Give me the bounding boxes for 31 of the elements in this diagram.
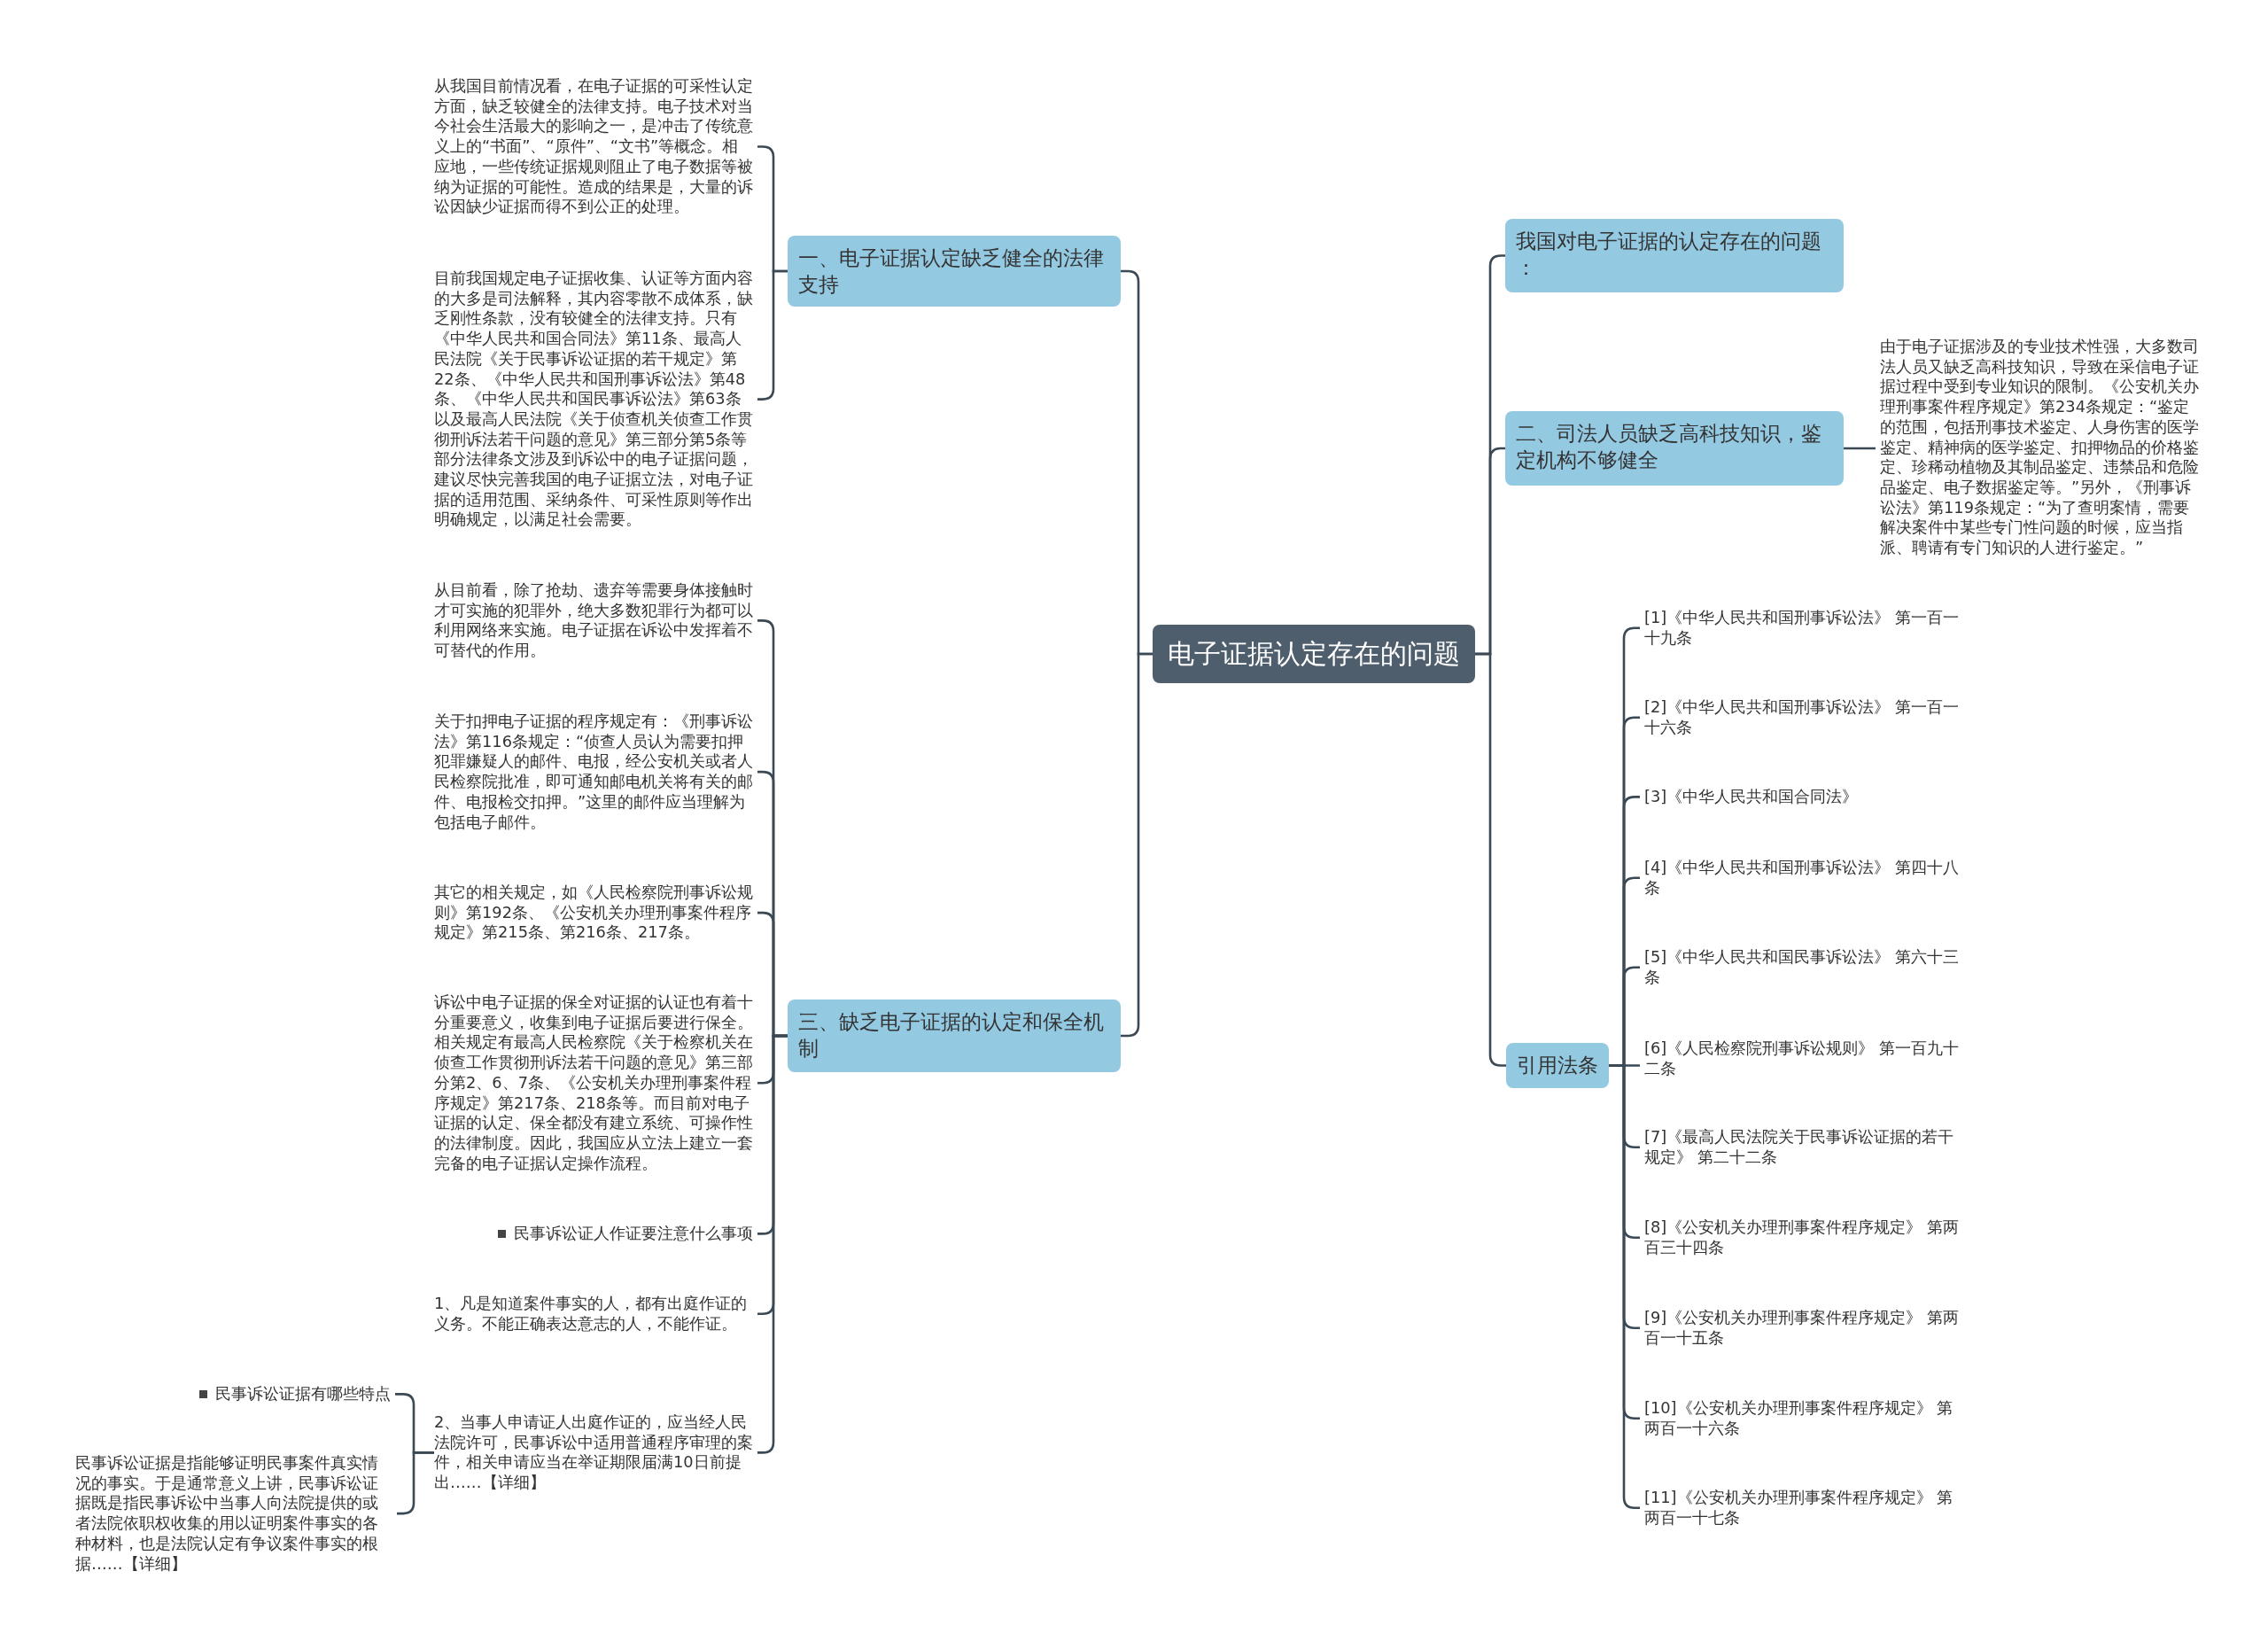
reference-text: [6]《人民检察院刑事诉讼规则》 第一百九十二条 bbox=[1640, 1038, 1961, 1079]
reference-text: [8]《公安机关办理刑事案件程序规定》 第两百三十四条 bbox=[1640, 1217, 1961, 1258]
note-text: 关于扣押电子证据的程序规定有：《刑事诉讼法》第116条规定：“侦查人员认为需要扣押犯罪嫌疑人的邮件、电报，经公安机关或者人民检察院批准，即可通知邮电机关将有关的邮件、电报检交扣押。”这里的邮件应当理解为包括电子邮件。 bbox=[434, 712, 757, 833]
note-text: 1、凡是知道案件事实的人，都有出庭作证的义务。不能正确表达意志的人，不能作证。 bbox=[434, 1294, 757, 1334]
reference-text: [9]《公安机关办理刑事案件程序规定》 第两百一十五条 bbox=[1640, 1308, 1961, 1349]
reference-text: [7]《最高人民法院关于民事诉讼证据的若干规定》 第二十二条 bbox=[1640, 1127, 1961, 1168]
reference-text: [11]《公安机关办理刑事案件程序规定》 第两百一十七条 bbox=[1640, 1488, 1961, 1528]
topic-box: 电子证据认定存在的问题 bbox=[1153, 625, 1475, 683]
list-item-text: 民事诉讼证据有哪些特点 bbox=[215, 1384, 391, 1403]
connector-line bbox=[1844, 447, 1876, 450]
note-text: 其它的相关规定，如《人民检察院刑事诉讼规则》第192条、《公安机关办理刑事案件程序规定》第215条、第216条、217条。 bbox=[434, 883, 757, 944]
reference-text: [2]《中华人民共和国刑事诉讼法》 第一百一十六条 bbox=[1640, 697, 1961, 738]
note-text: 由于电子证据涉及的专业技术性强，大多数司法人员又缺乏高科技知识，导致在采信电子证据过程中受到专业知识的限制。《公安机关办理刑事案件程序规定》第234条规定：“鉴定的范围，包括刑事技术鉴定、人身伤害的医学鉴定、精神病的医学鉴定、扣押物品的价格鉴定、珍稀动植物及其制品鉴定、违禁品和危险品鉴定、电子数据鉴定等。”另外，《刑事诉讼法》第119条规定：“为了查明案情，需要解决案件中某些专门性问题的时候，应当指派、聘请有专门知识的人进行鉴定。” bbox=[1876, 337, 2199, 558]
note-text: 2、当事人申请证人出庭作证的，应当经人民法院许可，民事诉讼中适用普通程序审理的案件，相关申请应当在举证期限届满10日前提出……【详细】 bbox=[434, 1412, 757, 1493]
subtopic-box: 一、电子证据认定缺乏健全的法律支持 bbox=[788, 236, 1121, 307]
reference-text: [1]《中华人民共和国刑事诉讼法》 第一百一十九条 bbox=[1640, 608, 1961, 649]
subtopic-box: 二、司法人员缺乏高科技知识，鉴定机构不够健全 bbox=[1505, 411, 1844, 486]
subtopic-box: 三、缺乏电子证据的认定和保全机制 bbox=[788, 1000, 1121, 1072]
reference-text: [3]《中华人民共和国合同法》 bbox=[1640, 787, 1961, 807]
reference-text: [5]《中华人民共和国民事诉讼法》 第六十三条 bbox=[1640, 947, 1961, 988]
note-text: 从目前看，除了抢劫、遗弃等需要身体接触时才可实施的犯罪外，绝大多数犯罪行为都可以利用网络来实施。电子证据在诉讼中发挥着不可替代的作用。 bbox=[434, 580, 757, 661]
subtopic-box: 引用法条 bbox=[1506, 1043, 1609, 1088]
connector-line bbox=[1121, 652, 1153, 1038]
list-item-text: 民事诉讼证人作证要注意什么事项 bbox=[514, 1224, 753, 1242]
note-text: 从我国目前情况看，在电子证据的可采性认定方面，缺乏较健全的法律支持。电子技术对当今社会生活最大的影响之一，是冲击了传统意义上的“书面”、“原件”、“文书”等概念。相应地，一些传统证据规则阻止了电子数据等被纳为证据的可能性。造成的结果是，大量的诉讼因缺少证据而得不到公正的处理。 bbox=[434, 76, 757, 217]
subtopic-box: 我国对电子证据的认定存在的问题： bbox=[1505, 219, 1844, 292]
note-text: 民事诉讼证据是指能够证明民事案件真实情况的事实。于是通常意义上讲，民事诉讼证据既是指民事诉讼中当事人向法院提供的或者法院依职权收集的用以证明案件事实的各种材料，也是法院认定有争议案件事实的根据……【详细】 bbox=[75, 1453, 397, 1575]
note-text: 诉讼中电子证据的保全对证据的认证也有着十分重要意义，收集到电子证据后要进行保全。相关规定有最高人民检察院《关于检察机关在侦查工作贯彻刑诉法若干问题的意见》第三部分第2、6、7条、《公安机关办理刑事案件程序规定》第217条、218条等。而目前对电子证据的认定、保全都没有建立系统、可操作性的法律制度。因此，我国应从立法上建立一套完备的电子证据认定操作流程。 bbox=[434, 992, 757, 1174]
note-text: 目前我国规定电子证据收集、认证等方面内容的大多是司法解释，其内容零散不成体系，缺乏刚性条款，没有较健全的法律支持。只有《中华人民共和国合同法》第11条、最高人民法院《关于民事诉讼证据的若干规定》第22条、《中华人民共和国刑事诉讼法》第48条、《中华人民共和国民事诉讼法》第63条以及最高人民法院《关于侦查机关侦查工作贯彻刑诉法若干问题的意见》第三部分第5条等部分法律条文涉及到诉讼中的电子证据问题，建议尽快完善我国的电子证据立法，对电子证据的适用范围、采纳条件、可采性原则等作出明确规定，以满足社会需要。 bbox=[434, 268, 757, 531]
reference-text: [4]《中华人民共和国刑事诉讼法》 第四十八条 bbox=[1640, 858, 1961, 898]
reference-text: [10]《公安机关办理刑事案件程序规定》 第两百一十六条 bbox=[1640, 1398, 1961, 1439]
